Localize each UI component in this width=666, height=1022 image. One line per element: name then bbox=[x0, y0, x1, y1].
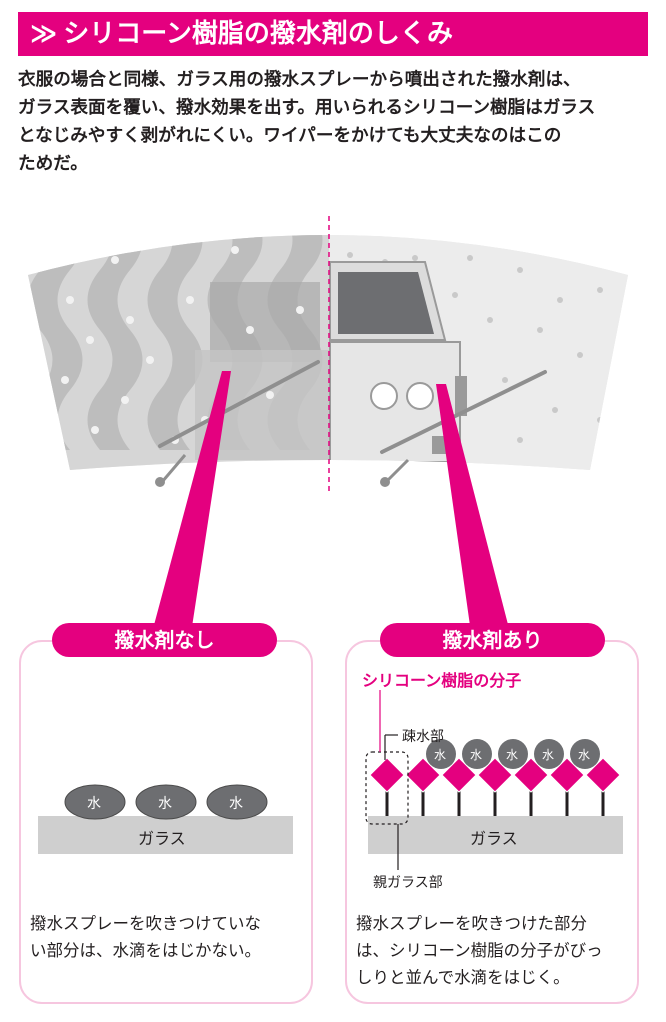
water-drop bbox=[570, 739, 600, 769]
water-drop bbox=[426, 739, 456, 769]
water-drop bbox=[64, 784, 126, 820]
water-drop bbox=[462, 739, 492, 769]
pill-right bbox=[380, 623, 605, 657]
zoom-beam-left bbox=[150, 371, 231, 640]
drop-label: 水 bbox=[87, 796, 101, 812]
drop-label: 水 bbox=[158, 796, 172, 812]
water-drop bbox=[135, 784, 197, 820]
zoom-beam-right bbox=[436, 384, 512, 640]
water-drop bbox=[206, 784, 268, 820]
panel-left-title: 撥水剤なし bbox=[114, 628, 215, 652]
intro-line-4: ためだ。 bbox=[18, 154, 88, 174]
intro-line-1: 衣服の場合と同様、ガラス用の撥水スプレーから噴出された撥水剤は、 bbox=[18, 70, 581, 90]
intro-text: 衣服の場合と同様、ガラス用の撥水スプレーから噴出された撥水剤は、 ガラス表面を覆… bbox=[18, 66, 650, 178]
windshield-right-clear bbox=[329, 235, 628, 470]
title-bar: ≫シリコーン樹脂の撥水剤のしくみ bbox=[18, 12, 648, 56]
double-chevron-icon: ≫ bbox=[30, 19, 58, 49]
glass-left bbox=[38, 816, 293, 854]
panel-left-caption: 撥水スプレーを吹きつけていな い部分は、水滴をはじかない。 bbox=[30, 914, 261, 960]
silicone-molecules bbox=[369, 739, 621, 816]
wiper-right bbox=[380, 370, 547, 487]
drop-label: 水 bbox=[542, 748, 555, 762]
molecule-label: シリコーン樹脂の分子 bbox=[362, 671, 522, 690]
panel-right-caption: 撥水スプレーを吹きつけた部分 は、シリコーン樹脂の分子がびっ しりと並んで水滴を… bbox=[356, 914, 603, 987]
glass-label-right: ガラス bbox=[470, 829, 518, 848]
glass-right bbox=[368, 816, 623, 854]
drop-label: 水 bbox=[578, 748, 591, 762]
water-drop bbox=[534, 739, 564, 769]
intro-line-3: となじみやすく剥がれにくい。ワイパーをかけても大丈夫なのはこの bbox=[18, 126, 562, 146]
windshield-left-wet bbox=[28, 235, 329, 470]
drop-label: 水 bbox=[229, 796, 243, 812]
drop-label: 水 bbox=[434, 748, 447, 762]
drop-label: 水 bbox=[506, 748, 519, 762]
wiper-left bbox=[155, 360, 320, 487]
panel-right-title: 撥水剤あり bbox=[442, 628, 543, 652]
glass-label-left: ガラス bbox=[138, 829, 186, 848]
hydrophilic-label: 親ガラス部 bbox=[373, 875, 443, 891]
pill-left bbox=[52, 623, 277, 657]
water-drop bbox=[498, 739, 528, 769]
intro-line-2: ガラス表面を覆い、撥水効果を出す。用いられるシリコーン樹脂はガラス bbox=[18, 98, 596, 118]
molecule-highlight bbox=[365, 751, 409, 825]
page-title: シリコーン樹脂の撥水剤のしくみ bbox=[63, 19, 453, 49]
drop-label: 水 bbox=[470, 748, 483, 762]
hydrophobic-label: 疎水部 bbox=[402, 729, 444, 745]
